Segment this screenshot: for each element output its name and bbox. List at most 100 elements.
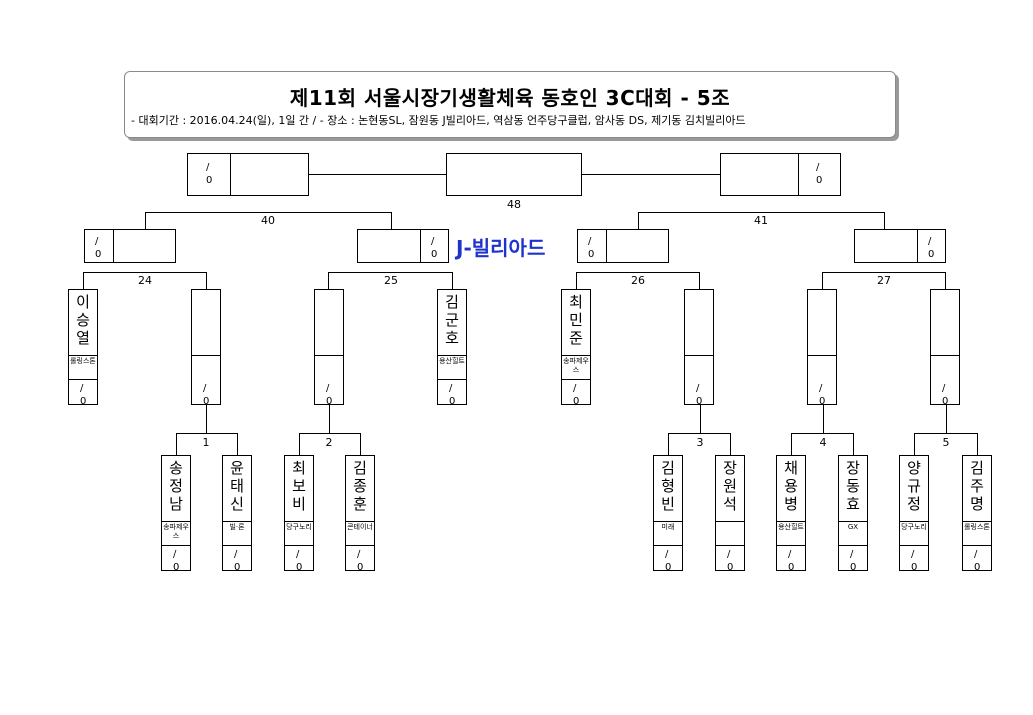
player-card [715, 455, 745, 571]
player-card [314, 289, 344, 405]
score-value: 0 [928, 249, 935, 260]
final-left-slot [187, 153, 309, 196]
card-divider [191, 355, 221, 356]
card-divider [222, 545, 252, 546]
score-slash: / [727, 549, 731, 560]
card-divider [161, 545, 191, 546]
score-slash: / [911, 549, 915, 560]
score-slash: / [431, 236, 435, 247]
player-club: 미래 [661, 523, 675, 531]
player-card [807, 289, 837, 405]
bracket-line [668, 433, 669, 455]
bracket-line [145, 212, 391, 213]
score-value: 0 [449, 396, 456, 407]
score-value: 0 [296, 562, 303, 573]
bracket-line [638, 212, 639, 229]
score-value: 0 [974, 562, 981, 573]
score-value: 0 [357, 562, 364, 573]
score-value: 0 [431, 249, 438, 260]
bracket-line [452, 272, 453, 289]
score-value: 0 [911, 562, 918, 573]
player-card [930, 289, 960, 405]
player-card [345, 455, 375, 571]
player-card [191, 289, 221, 405]
player-card [653, 455, 683, 571]
quarterfinal-slot [357, 229, 449, 263]
card-divider [684, 355, 714, 356]
score-value: 0 [573, 396, 580, 407]
card-divider [222, 521, 252, 522]
match-number: 2 [325, 436, 333, 449]
card-divider [437, 355, 467, 356]
score-value: 0 [819, 396, 826, 407]
bracket-line [328, 272, 452, 273]
player-club: 송파제우스 [163, 523, 189, 540]
player-club: 용산힐트 [439, 357, 465, 365]
player-club: 콘테이너 [347, 523, 373, 531]
score-slash: / [819, 383, 823, 394]
bracket-line [576, 272, 577, 289]
player-card [838, 455, 868, 571]
score-value: 0 [588, 249, 595, 260]
card-divider [284, 545, 314, 546]
bracket-line [822, 272, 823, 289]
final-center-slot [446, 153, 582, 196]
match-number: 48 [507, 198, 521, 211]
final-right-slot [720, 153, 841, 196]
score-slash: / [95, 236, 99, 247]
card-divider [68, 379, 98, 380]
score-slash: / [206, 162, 210, 173]
bracket-line [299, 433, 360, 434]
player-card [561, 289, 591, 405]
score-value: 0 [665, 562, 672, 573]
score-value: 0 [788, 562, 795, 573]
score-value: 0 [850, 562, 857, 573]
card-divider [899, 545, 929, 546]
card-divider [930, 355, 960, 356]
match-number: 40 [261, 214, 275, 227]
player-card [437, 289, 467, 405]
card-divider [776, 521, 806, 522]
card-divider [653, 545, 683, 546]
match-number: 27 [877, 274, 891, 287]
bracket-line [699, 272, 700, 289]
score-value: 0 [727, 562, 734, 573]
match-number: 4 [819, 436, 827, 449]
player-card [962, 455, 992, 571]
bracket-line [206, 405, 207, 433]
bracket-line [946, 405, 947, 433]
card-divider [776, 545, 806, 546]
card-divider [715, 545, 745, 546]
bracket-line [853, 433, 854, 455]
card-divider [899, 521, 929, 522]
tournament-header: 제11회 서울시장기생활체육 동호인 3C대회 - 5조 - 대회기간 : 20… [124, 71, 896, 138]
bracket-line [576, 272, 699, 273]
player-club: 롤링스톤 [70, 357, 96, 365]
bracket-line [83, 272, 84, 289]
player-card [776, 455, 806, 571]
score-slash: / [588, 236, 592, 247]
card-divider [284, 521, 314, 522]
bracket-line [391, 212, 392, 229]
bracket-line [977, 433, 978, 455]
player-club: 롤링스톤 [964, 523, 990, 531]
score-slash: / [788, 549, 792, 560]
bracket-line [145, 212, 146, 229]
player-club: 빌·론 [229, 523, 245, 531]
card-divider [653, 521, 683, 522]
score-slash: / [234, 549, 238, 560]
quarterfinal-slot [84, 229, 176, 263]
player-club: 당구노리 [901, 523, 927, 531]
bracket-line [791, 433, 853, 434]
score-slash: / [816, 162, 820, 173]
player-card [161, 455, 191, 571]
bracket-line [176, 433, 237, 434]
match-number: 24 [138, 274, 152, 287]
quarterfinal-slot [854, 229, 946, 263]
